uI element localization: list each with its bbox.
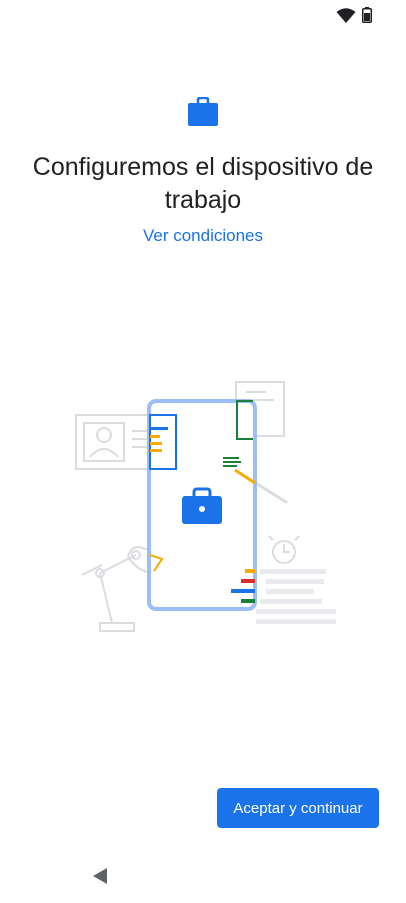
accept-continue-button[interactable]: Aceptar y continuar <box>217 788 379 828</box>
green-bracket <box>236 400 253 440</box>
briefcase-icon <box>188 97 218 126</box>
yellow-triangle <box>149 554 164 572</box>
phone-briefcase-icon <box>182 487 222 524</box>
wifi-icon <box>336 8 356 23</box>
work-device-illustration <box>75 381 336 632</box>
battery-icon <box>362 7 372 23</box>
green-lines <box>223 457 241 467</box>
colored-bars <box>231 569 255 603</box>
phone-left-panel <box>149 414 177 470</box>
status-bar <box>0 0 406 32</box>
view-terms-link[interactable]: Ver condiciones <box>142 226 264 245</box>
pencil-yellow <box>234 468 256 485</box>
page-title: Configuremos el dispositivo de trabajo <box>32 153 374 214</box>
text-lines-graphic <box>256 569 336 624</box>
back-triangle-icon[interactable] <box>90 866 110 886</box>
clock-graphic <box>268 535 300 564</box>
